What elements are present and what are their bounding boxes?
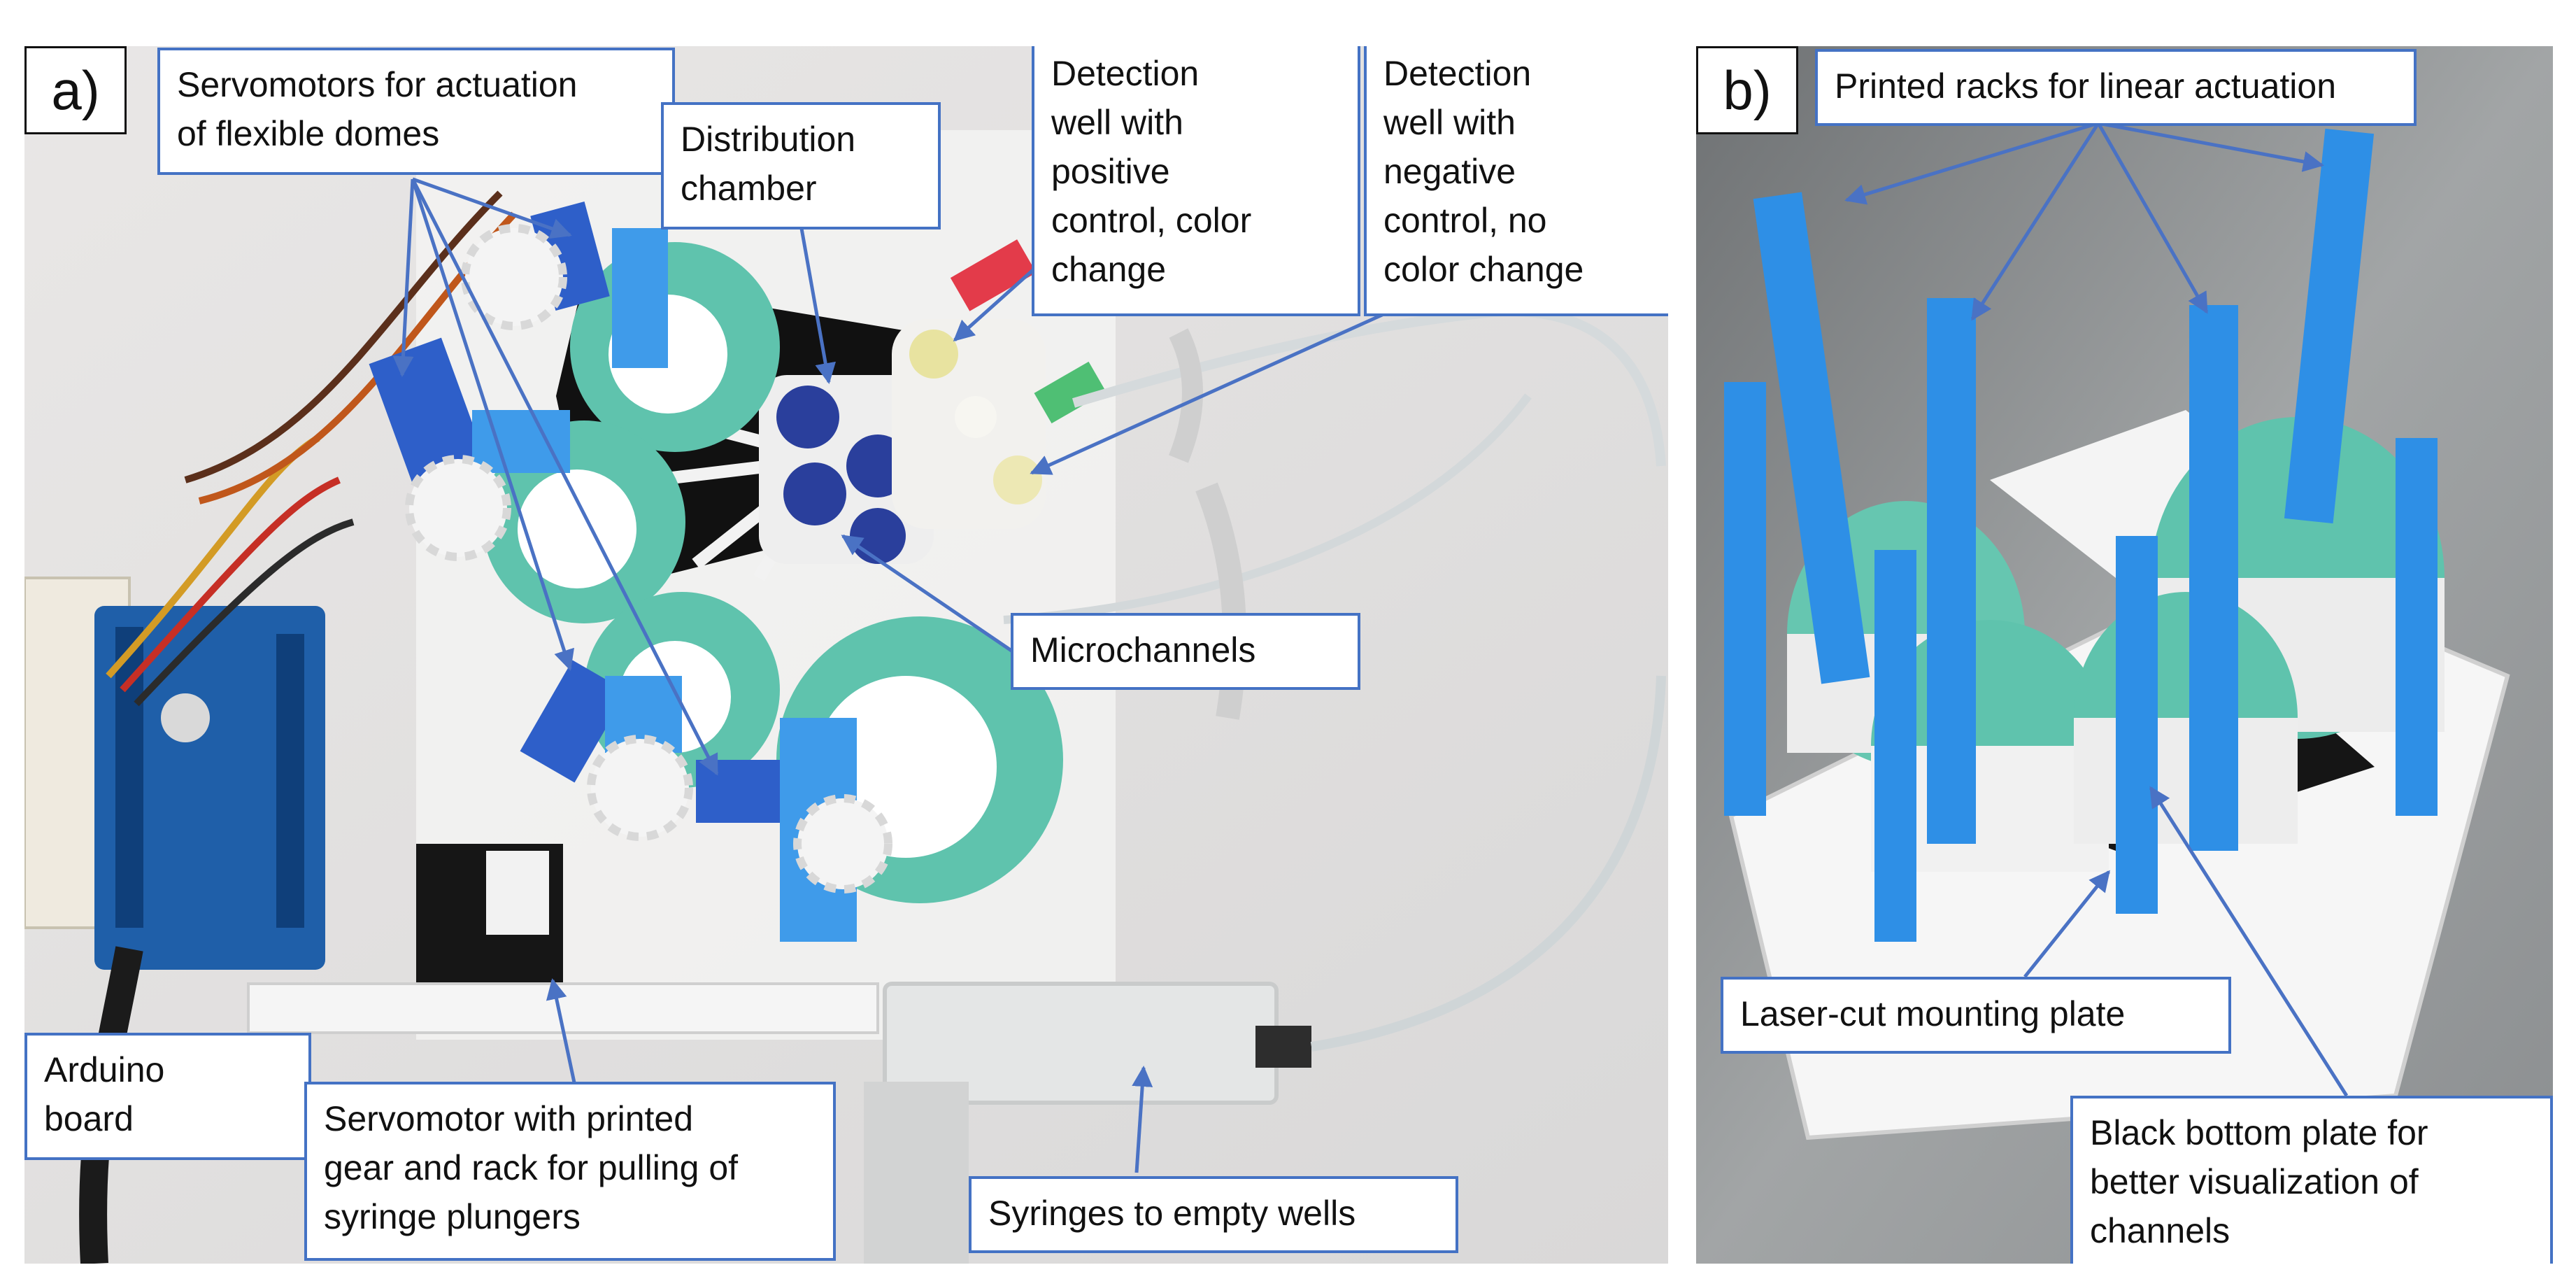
panel-a-label: a) (24, 46, 127, 134)
arduino-board (94, 606, 325, 970)
callout-laser-cut-plate: Laser-cut mounting plate (1721, 977, 2231, 1054)
callout-detection-negative: Detection well with negative control, no… (1364, 46, 1668, 316)
callout-servomotor-rack: Servomotor with printed gear and rack fo… (304, 1082, 836, 1261)
device-photo-b (1696, 46, 2553, 1264)
callout-distribution-chamber: Distribution chamber (661, 102, 941, 229)
callout-black-bottom-plate: Black bottom plate for better visualizat… (2070, 1096, 2553, 1264)
panel-a-photo: a) Servomotors for actuation of flexible… (24, 46, 1668, 1264)
callout-detection-positive: Detection well with positive control, co… (1032, 46, 1360, 316)
callout-syringes: Syringes to empty wells (969, 1176, 1458, 1253)
callout-servomotors-domes: Servomotors for actuation of flexible do… (157, 48, 675, 175)
callout-printed-racks: Printed racks for linear actuation (1815, 49, 2417, 126)
panel-b-photo: b) Printed racks for linear actuation La… (1696, 46, 2553, 1264)
panel-b-label: b) (1696, 46, 1798, 134)
callout-microchannels: Microchannels (1011, 613, 1360, 690)
callout-arduino-board: Arduino board (24, 1033, 311, 1160)
